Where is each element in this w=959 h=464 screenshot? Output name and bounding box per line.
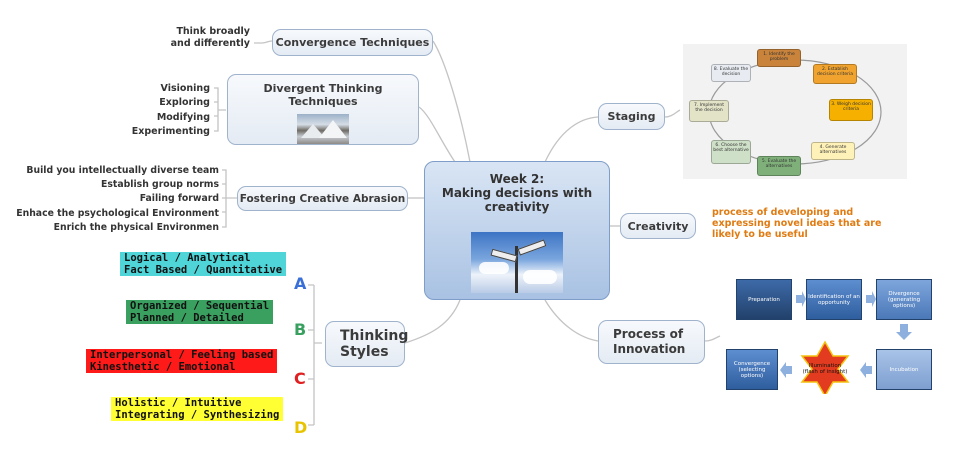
thinking-style-d-letter: D	[294, 418, 308, 437]
innovation-process-image: Preparation Identification of an opportu…	[720, 276, 950, 394]
stage-step-8: 8. Evaluate the decision	[711, 64, 751, 82]
divergent-leaf: Visioning	[160, 83, 210, 94]
divergent-thinking-label: Divergent Thinking Techniques	[263, 82, 383, 108]
fostering-leaves: Build you intellectually diverse team Es…	[0, 164, 219, 235]
illumination-star-icon	[800, 340, 850, 394]
decision-cycle-image: 1. Identify the problem 2. Establish dec…	[683, 44, 907, 179]
thinking-styles-line1: Thinking	[340, 328, 409, 344]
thinking-style-d-label: Holistic / Intuitive Integrating / Synth…	[111, 397, 284, 421]
process-of-innovation-topic[interactable]: Process of Innovation	[598, 320, 705, 364]
fostering-leaf: Failing forward	[139, 193, 219, 205]
staging-label: Staging	[607, 110, 656, 123]
convergence-leaf-line2: and differently	[170, 38, 250, 49]
creativity-label: Creativity	[627, 219, 689, 233]
central-title-line3: creativity	[484, 200, 550, 214]
fostering-leaf: Establish group norms	[101, 179, 219, 191]
style-b-line1: Organized / Sequential	[130, 300, 270, 312]
thinking-style-a-letter: A	[294, 274, 307, 293]
convergence-techniques-topic[interactable]: Convergence Techniques	[272, 29, 433, 56]
style-d-line1: Holistic / Intuitive	[115, 397, 242, 409]
convergence-leaf: Think broadly and differently	[150, 26, 250, 50]
innovation-step-identification: Identification of an opportunity	[806, 279, 862, 320]
innovation-step-incubation: Incubation	[876, 349, 932, 390]
fostering-leaf: Build you intellectually diverse team	[26, 165, 219, 176]
style-c-line1: Interpersonal / Feeling based	[90, 349, 274, 361]
stage-step-4: 4. Generate alternatives	[811, 142, 855, 160]
innovation-step-illumination: Illumination (flash of insight)	[802, 363, 848, 375]
style-c-line2: Kinesthetic / Emotional	[90, 361, 236, 373]
stage-step-5: 5. Evaluate the alternatives	[757, 156, 801, 176]
style-b-line2: Planned / Detailed	[130, 312, 244, 324]
creativity-definition: process of developing and expressing nov…	[712, 207, 882, 240]
style-d-line2: Integrating / Synthesizing	[115, 409, 280, 421]
style-a-line2: Fact Based / Quantitative	[124, 264, 283, 276]
stage-step-3: 3. Weigh decision criteria	[829, 99, 873, 121]
thinking-styles-line2: Styles	[340, 344, 389, 360]
stage-step-6: 6. Choose the best alternative	[711, 140, 751, 164]
fostering-leaf: Enhace the psychological Environment	[16, 207, 219, 219]
convergence-leaf-line1: Think broadly	[176, 26, 250, 37]
innovation-line1: Process of	[613, 327, 684, 341]
innovation-step-preparation: Preparation	[736, 279, 792, 320]
stage-step-1: 1. Identify the problem	[757, 49, 801, 67]
fostering-creative-abrasion-topic[interactable]: Fostering Creative Abrasion	[237, 186, 408, 211]
central-topic[interactable]: Week 2: Making decisions with creativity	[424, 161, 610, 300]
central-title-line1: Week 2:	[489, 172, 545, 186]
creativity-topic[interactable]: Creativity	[620, 213, 696, 239]
thinking-style-b-label: Organized / Sequential Planned / Detaile…	[126, 300, 274, 324]
divergent-leaf: Exploring	[159, 97, 210, 109]
innovation-arrows	[780, 291, 912, 394]
stage-step-7: 7. Implement the decision	[689, 100, 729, 122]
thinking-style-c-label: Interpersonal / Feeling based Kinestheti…	[86, 349, 278, 373]
innovation-line2: Innovation	[613, 342, 686, 356]
stage-step-2: 2. Establish decision criteria	[813, 64, 857, 84]
thinking-style-a-label: Logical / Analytical Fact Based / Quanti…	[120, 252, 287, 276]
innovation-step-divergence: Divergence (generating options)	[876, 279, 932, 320]
divergent-leaves: Visioning Exploring Modifying Experiment…	[110, 82, 210, 139]
signpost-sky-image	[471, 232, 563, 293]
fostering-leaf: Enrich the physical Environmen	[53, 221, 219, 233]
mountains-image	[297, 114, 349, 144]
divergent-thinking-topic[interactable]: Divergent Thinking Techniques	[227, 74, 419, 145]
staging-topic[interactable]: Staging	[598, 103, 665, 130]
innovation-step-convergence: Convergence (selecting options)	[726, 349, 778, 390]
central-title-line2: Making decisions with	[441, 186, 593, 200]
thinking-styles-topic[interactable]: Thinking Styles	[325, 321, 409, 367]
thinking-style-b-letter: B	[294, 320, 307, 339]
fostering-label: Fostering Creative Abrasion	[239, 192, 406, 205]
divergent-leaf: Modifying	[156, 111, 210, 123]
style-a-line1: Logical / Analytical	[124, 252, 251, 264]
thinking-style-c-letter: C	[294, 369, 306, 388]
convergence-techniques-label: Convergence Techniques	[275, 36, 430, 49]
divergent-leaf: Experimenting	[131, 125, 210, 137]
